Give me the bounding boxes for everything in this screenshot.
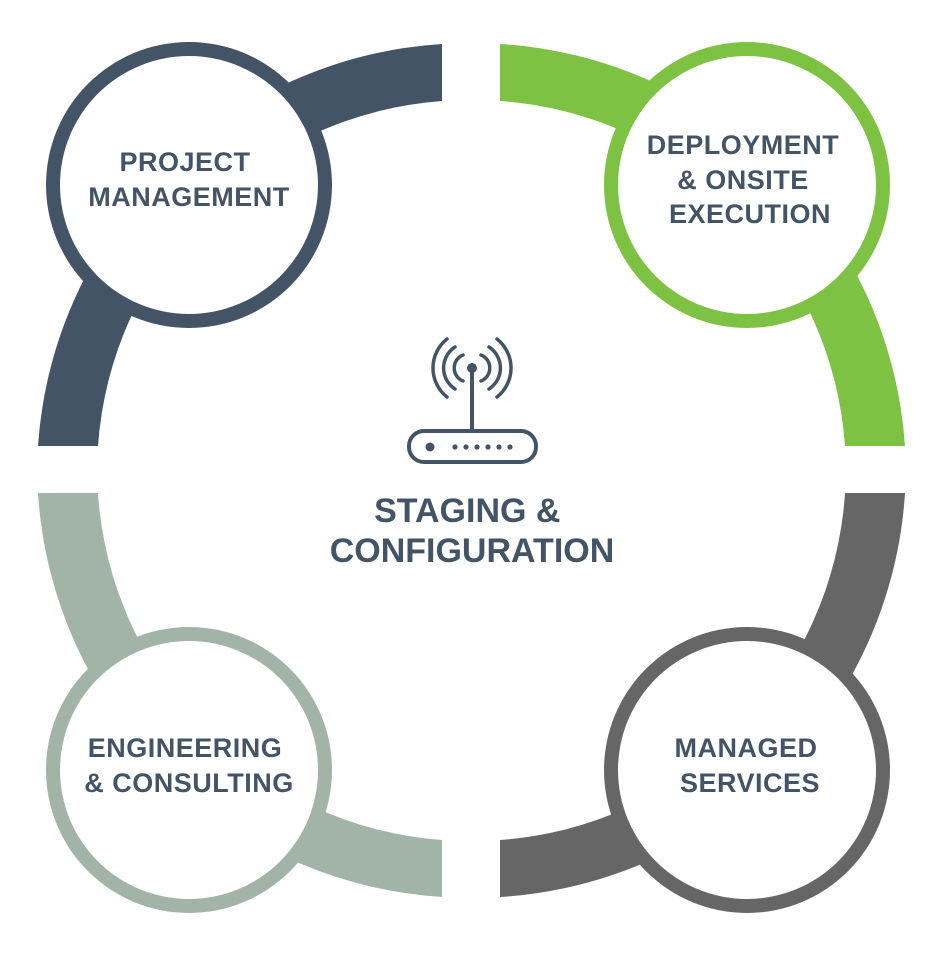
node-label-line: PROJECT [119,147,250,177]
node-label-line: & CONSULTING [84,768,294,798]
center-label-line: CONFIGURATION [330,532,615,570]
node-label-line: DEPLOYMENT [647,130,840,160]
node-label-line: & ONSITE [677,165,809,195]
svg-text:MANAGED SERVICES: MANAGED SERVICES [674,733,825,798]
center-label-line: STAGING & [374,492,560,530]
node-managed-services: MANAGED SERVICES [604,627,890,913]
node-label-line: ENGINEERING [88,733,283,763]
node-circle-inner [60,56,318,314]
node-engineering-consulting: ENGINEERING & CONSULTING [46,627,332,913]
node-circle-inner [618,641,876,899]
svg-text:PROJECT MANAGEMENT: PROJECT MANAGEMENT [88,147,290,212]
node-label-line: EXECUTION [669,199,831,229]
node-project-management: PROJECT MANAGEMENT [46,42,332,328]
node-label-line: MANAGEMENT [88,182,290,212]
node-deployment-onsite-execution: DEPLOYMENT & ONSITE EXECUTION [604,42,890,328]
node-circle-inner [618,56,876,314]
svg-text:ENGINEERING & CONSULTING: ENGINEERING & CONSULTING [84,733,294,798]
center-label: STAGING & CONFIGURATION [330,492,615,570]
node-circle-inner [60,641,318,899]
wireless-router-icon [407,337,538,464]
node-label-line: MANAGED [674,733,817,763]
svg-text:DEPLOYMENT & ONSITE: DEPLOYMENT & ONSITE EXECUTION [647,130,848,229]
node-label-line: SERVICES [680,768,820,798]
